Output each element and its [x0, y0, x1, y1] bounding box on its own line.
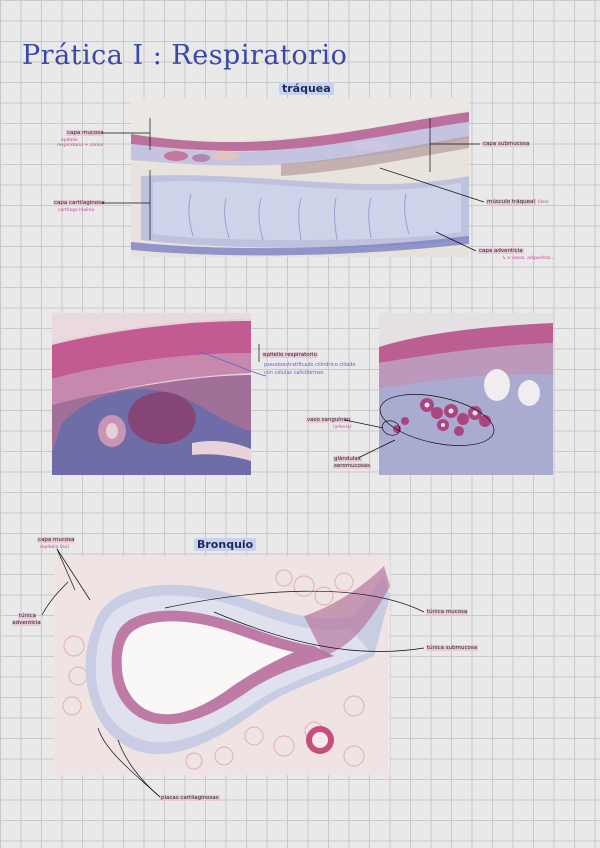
- trachea-label-capa-mucosa-sub1: epitelio: [61, 138, 78, 143]
- bronchus-label-placas: placas cartilaginosas: [160, 795, 220, 801]
- bronchus-micrograph: [54, 556, 390, 775]
- trachea-label-capa-adventicia-sub: ↳ a vasos, adipocitos...: [502, 256, 555, 261]
- bronchus-heading: Bronquio: [194, 538, 257, 551]
- trachea-label-capa-mucosa: capa mucosa: [66, 130, 105, 136]
- vaso-label-sub: (arteria): [333, 425, 352, 430]
- epithelium-label: epitelio respiratorio: [262, 352, 318, 358]
- glandulas-label-sub: seromucosas: [333, 463, 372, 469]
- trachea-label-capa-adventicia: capa adventicia: [478, 248, 524, 254]
- glandulas-label: glándulas: [333, 456, 362, 462]
- trachea-heading: tráquea: [279, 82, 334, 95]
- trachea-label-capa-cartilaginosa-sub: cartílago hialino: [58, 208, 95, 213]
- epithelium-label-sub2: con células caliciformes: [264, 370, 324, 376]
- glands-micrograph: [379, 313, 553, 475]
- trachea-micrograph: [131, 98, 469, 257]
- page-title: Prática I : Respiratorio: [22, 40, 348, 71]
- bronchus-label-tunica-mucosa: túnica mucosa: [426, 609, 469, 615]
- vaso-label: vaso sanguíneo: [306, 417, 352, 423]
- trachea-label-capa-submucosa: capa submucosa: [482, 141, 531, 147]
- bronchus-label-capa-mucosa-sub: (epitelio liso): [40, 545, 70, 550]
- trachea-label-musculo-traqueal: músculo tráqueal (liso): [486, 199, 549, 205]
- trachea-label-capa-cartilaginosa: capa cartilaginosa: [53, 200, 106, 206]
- epithelium-label-sub1: pseudoestratificado cilíndrico ciliado: [264, 362, 356, 368]
- bronchus-label-tunica-submucosa: túnica submucosa: [426, 645, 479, 651]
- bronchus-label-tunica-adventicia: túnica adventicia: [12, 613, 42, 626]
- bronchus-label-capa-mucosa: capa mucosa: [37, 537, 76, 543]
- trachea-label-capa-mucosa-sub2: respiratorio + corion: [57, 143, 104, 148]
- epithelium-micrograph: [52, 313, 251, 475]
